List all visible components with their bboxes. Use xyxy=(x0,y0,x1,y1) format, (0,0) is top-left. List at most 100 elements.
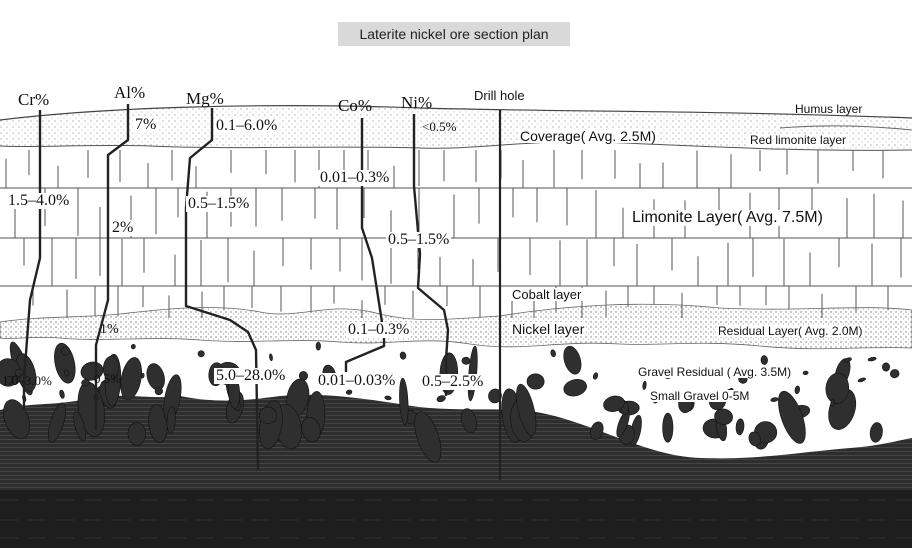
gravel-rock xyxy=(345,389,353,395)
gravel-rock xyxy=(14,368,24,377)
red-limonite-label: Red limonite layer xyxy=(748,133,849,147)
gravel-rock xyxy=(436,395,446,403)
cr-limonite-value: 1.5–4.0% xyxy=(6,192,72,209)
gravel-rock xyxy=(130,344,136,350)
gravel-rock xyxy=(735,418,745,436)
gravel-rock xyxy=(48,402,66,443)
gravel-rock xyxy=(146,363,165,391)
gravel-rock xyxy=(298,371,309,381)
limonite-label: Limonite Layer( Avg. 7.5M) xyxy=(630,209,825,226)
gravel-rock xyxy=(825,372,850,404)
page-title: Laterite nickel ore section plan xyxy=(338,22,570,46)
gravel-rock xyxy=(461,356,471,365)
gravel-rock xyxy=(59,389,65,399)
mg-header: Mg% xyxy=(186,89,224,108)
coverage-label: Coverage( Avg. 2.5M) xyxy=(518,128,658,144)
limonite-grid xyxy=(0,150,912,318)
gravel-rock xyxy=(127,422,146,446)
gravel-rock xyxy=(770,397,779,402)
co-bottom-value: 0.01–0.03% xyxy=(316,372,398,389)
gravel-rock xyxy=(81,379,90,387)
al-header: Al% xyxy=(114,83,146,102)
gravel-rock xyxy=(590,421,604,440)
gravel-rock xyxy=(488,388,502,404)
gravel-rock xyxy=(11,375,20,385)
nickel-layer-label: Nickel layer xyxy=(510,321,587,337)
al-residual-value: 1% xyxy=(100,322,119,337)
ni-limonite-value: 0.5–1.5% xyxy=(386,231,452,248)
gravel-rock xyxy=(516,383,537,436)
gravel-rock xyxy=(384,395,392,401)
gravel-rock xyxy=(526,373,545,390)
al-limonite-value: 2% xyxy=(110,219,136,236)
gravel-rock xyxy=(563,345,582,375)
gravel-rock xyxy=(315,341,321,351)
gravel-rock xyxy=(794,385,800,394)
ni-header: Ni% xyxy=(401,93,433,112)
gravel-rock xyxy=(662,412,674,443)
gravel-rock xyxy=(802,370,809,376)
gravel-rock xyxy=(140,372,145,379)
small-gravel-label: Small Gravel 0-5M xyxy=(648,389,752,403)
gravel-rock xyxy=(414,411,442,463)
red-limonite-line xyxy=(779,125,912,131)
gravel-rock xyxy=(54,342,76,384)
coverage-bottom-line xyxy=(0,141,912,151)
gravel-rock xyxy=(154,387,163,396)
gravel-rock xyxy=(269,353,273,362)
gravel-rocks xyxy=(0,341,900,463)
al-bottom-value: 0.5% xyxy=(94,371,122,386)
humus-line xyxy=(0,105,912,121)
gravel-rock xyxy=(760,355,768,365)
gravel-rock xyxy=(60,346,71,356)
gravel-rock xyxy=(778,390,806,444)
gravel-rock xyxy=(857,377,866,383)
al-top-value: 7% xyxy=(133,116,159,133)
gravel-rock xyxy=(259,406,278,424)
gravel-rock xyxy=(748,431,761,447)
coverage-band xyxy=(0,105,912,151)
residual-layer xyxy=(0,303,912,350)
element-profile-lines xyxy=(22,104,502,480)
gravel-rock xyxy=(867,356,877,362)
gravel-rock xyxy=(843,357,852,363)
gravel-rock xyxy=(460,408,477,434)
gravel-residual-label: Gravel Residual ( Avg. 3.5M) xyxy=(636,365,794,379)
gravel-rock xyxy=(869,422,883,443)
gravel-rock xyxy=(830,398,835,407)
gravel-rock xyxy=(563,379,587,397)
mg-bottom-value: 5.0–28.0% xyxy=(214,367,288,384)
co-header: Co% xyxy=(338,96,372,115)
gravel-rock xyxy=(714,408,733,425)
gravel-rock xyxy=(64,369,70,377)
gravel-rock xyxy=(881,362,891,372)
co-limonite-value: 0.01–0.3% xyxy=(318,169,392,186)
cr-header: Cr% xyxy=(18,90,50,109)
gravel-rock xyxy=(890,369,900,379)
cobalt-layer-label: Cobalt layer xyxy=(510,287,584,302)
gravel-rock xyxy=(550,349,556,358)
gravel-rock xyxy=(197,350,205,358)
gravel-rock xyxy=(642,380,647,390)
gravel-rock xyxy=(102,355,119,381)
co-residual-value: 0.1–0.3% xyxy=(346,321,412,338)
cr-bottom-value: 1.0–3.0% xyxy=(2,373,52,388)
gravel-rock xyxy=(592,372,599,380)
gravel-rock xyxy=(166,406,176,434)
gravel-rock xyxy=(120,357,142,401)
mg-top-value: 0.1–6.0% xyxy=(214,117,280,134)
residual-layer-label: Residual Layer( Avg. 2.0M) xyxy=(716,324,865,338)
mg-profile-line xyxy=(184,108,260,471)
gravel-rock xyxy=(399,377,409,426)
al-profile-line xyxy=(94,104,130,430)
gravel-rock xyxy=(301,417,321,443)
humus-layer-label: Humus layer xyxy=(795,102,863,116)
gravel-rock xyxy=(399,351,407,360)
gravel-rock xyxy=(80,361,104,381)
mg-limonite-value: 0.5–1.5% xyxy=(186,195,252,212)
ni-profile-line xyxy=(412,114,450,396)
gravel-rock xyxy=(603,395,625,412)
gravel-rock xyxy=(73,411,86,442)
ni-top-value: <0.5% xyxy=(422,119,457,134)
